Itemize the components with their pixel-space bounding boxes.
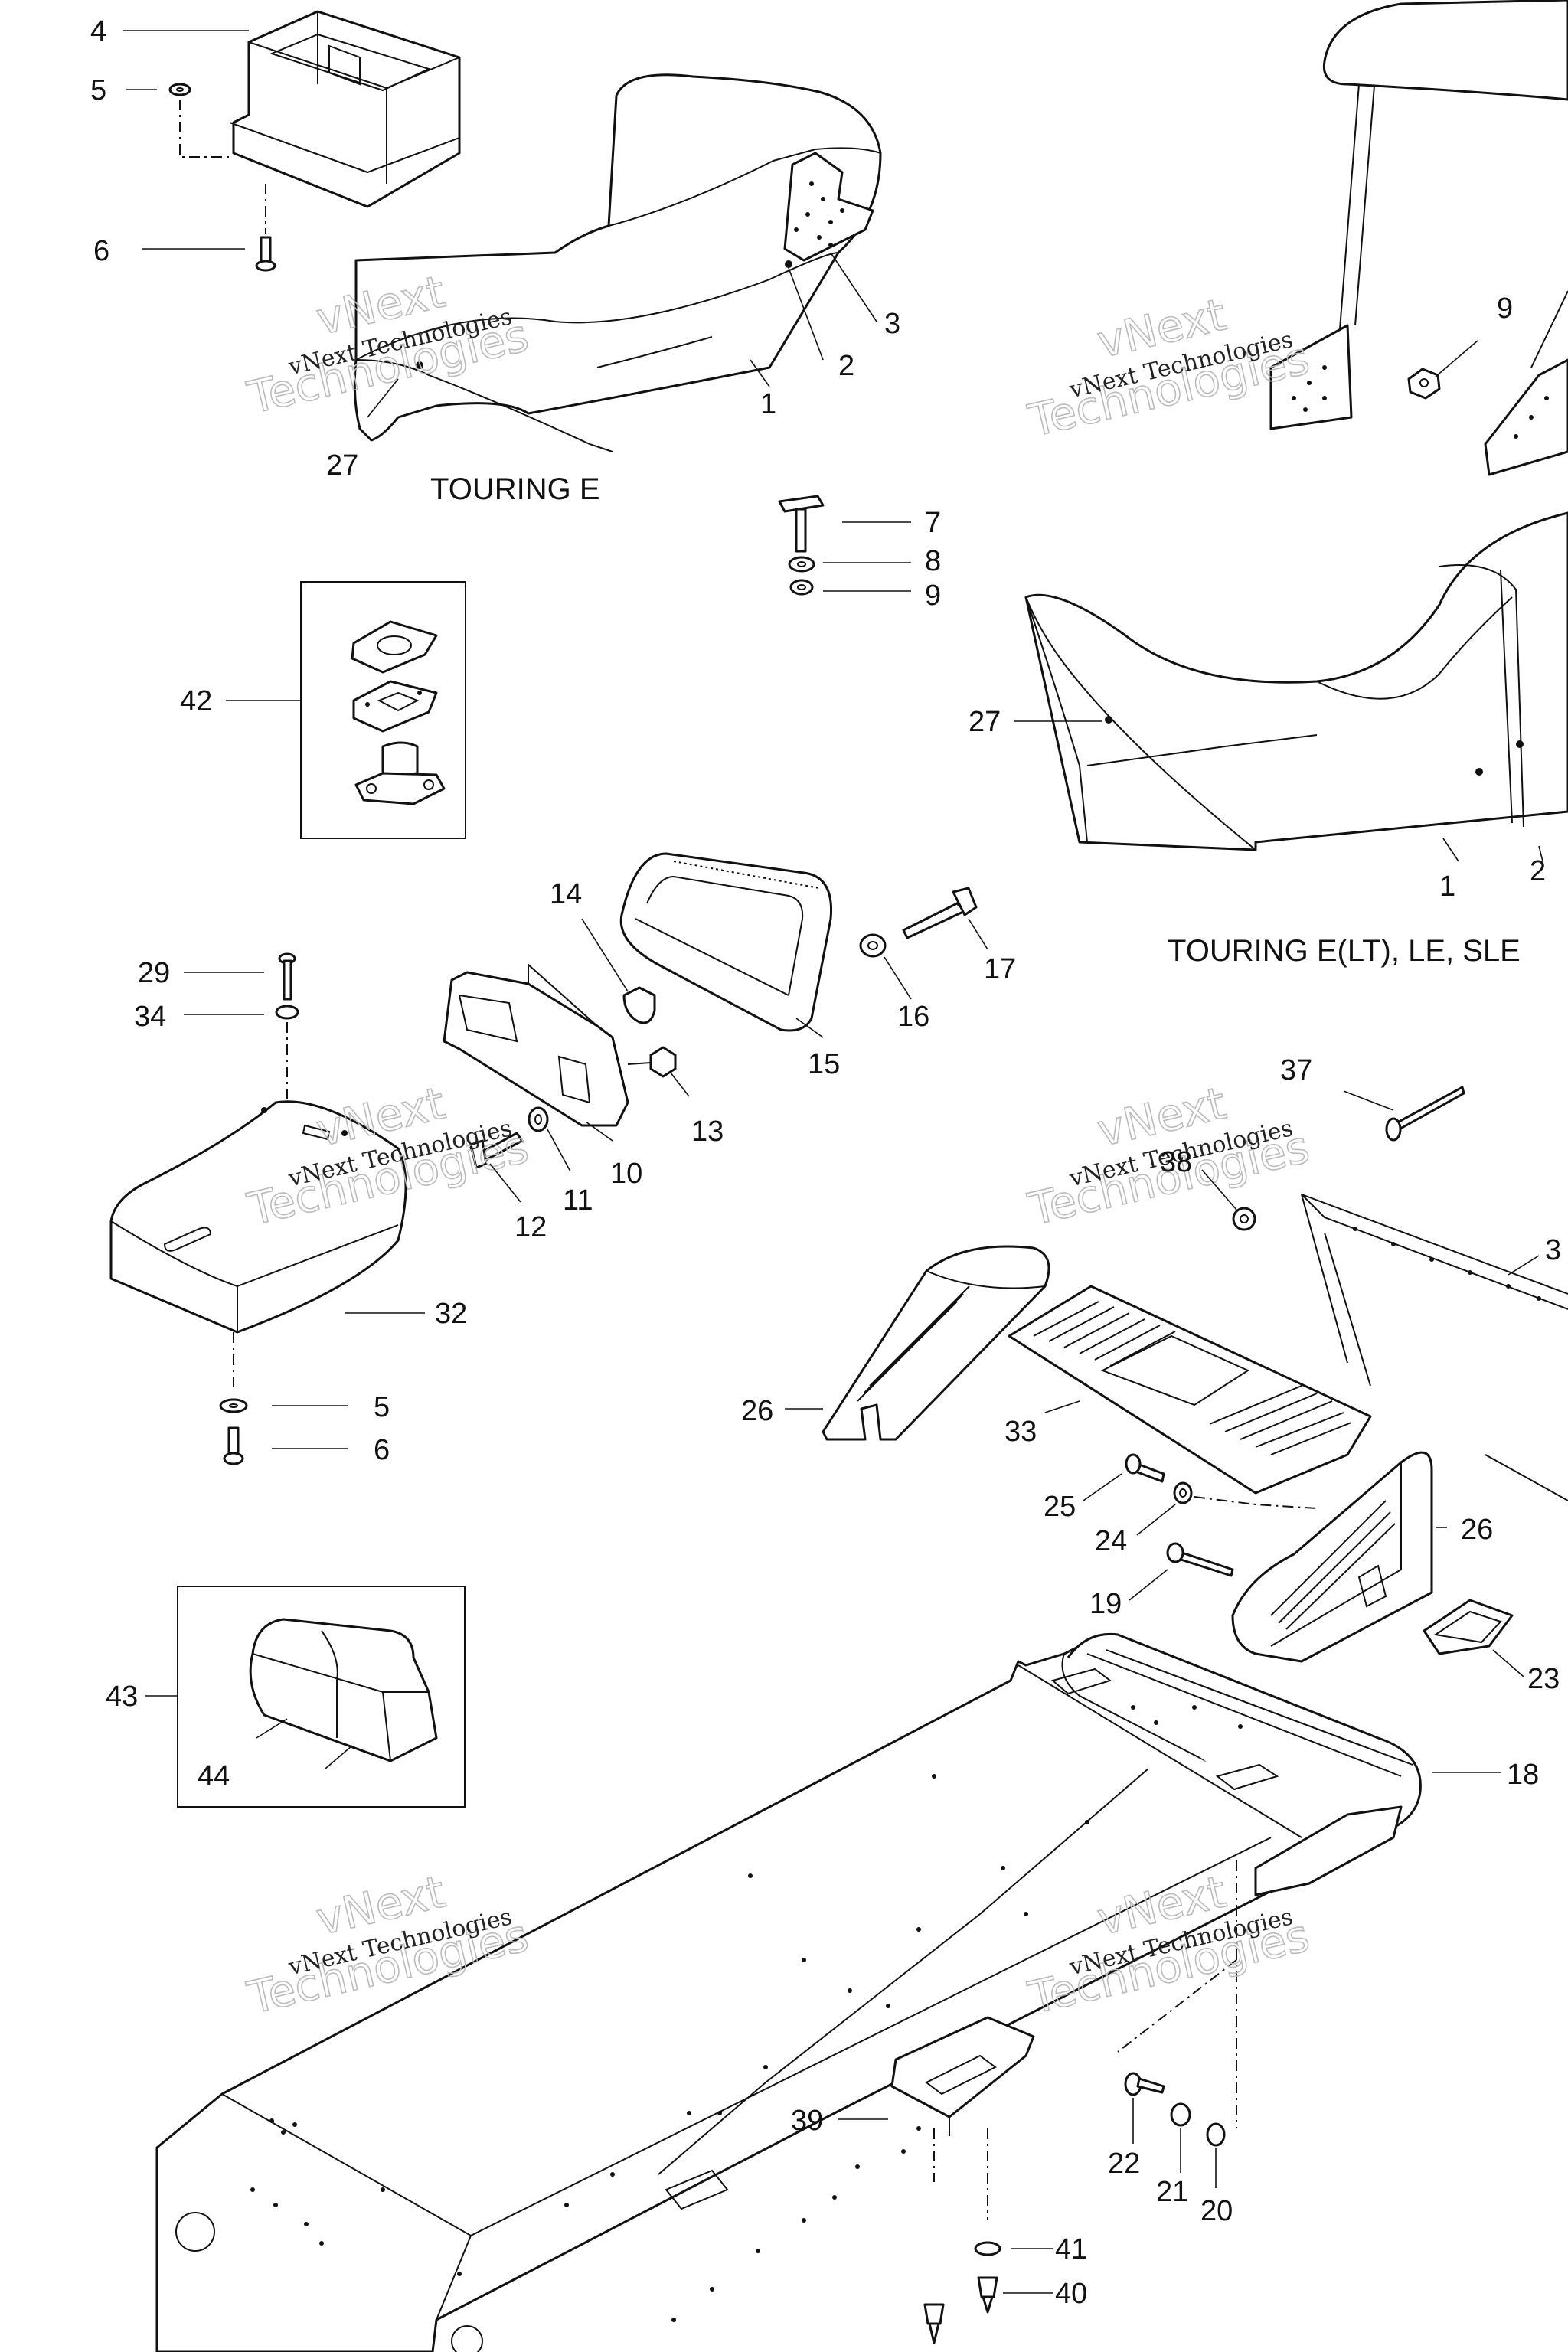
- grab-handle-left: [822, 1245, 1050, 1441]
- light-housing: [443, 962, 629, 1127]
- callout: 34: [134, 1001, 166, 1033]
- callout: 9: [1497, 292, 1513, 325]
- washer-34: [275, 1004, 299, 1020]
- callout-labels: 4 5 6 27 2 3 1 9 7 8 9 42 27 1 2 14 17 1…: [90, 15, 1561, 2310]
- callout: 5: [374, 1391, 390, 1423]
- screw-6b: [223, 1426, 244, 1465]
- callout: 42: [180, 685, 212, 717]
- callout: 27: [326, 449, 358, 482]
- tunnel: [155, 1632, 1422, 2352]
- callout: 1: [1439, 871, 1455, 903]
- caption-touring-elt: TOURING E(LT), LE, SLE: [1168, 934, 1521, 968]
- seat-touring-elt: [1024, 511, 1568, 851]
- bolt-22: [1124, 2072, 1165, 2096]
- callout: 10: [610, 1158, 642, 1190]
- callout: 5: [90, 74, 106, 106]
- screw: [255, 236, 276, 272]
- callout: 3: [1545, 1234, 1561, 1266]
- washer-11: [528, 1106, 549, 1132]
- watermark: Technologies vNext Technologies vNext: [1023, 288, 1315, 448]
- screw-12: [469, 1132, 524, 1169]
- callout: 19: [1089, 1588, 1122, 1620]
- callout: 8: [925, 545, 941, 577]
- kit-box-42: [300, 581, 466, 839]
- washer-5b: [219, 1398, 248, 1413]
- callout: 14: [550, 878, 582, 910]
- callout: 17: [984, 953, 1016, 985]
- callout: 37: [1280, 1054, 1312, 1086]
- screw-25: [1125, 1453, 1165, 1483]
- leader-lines: [122, 30, 1544, 2294]
- callout: 41: [1055, 2233, 1087, 2265]
- seat-touring-e: [353, 74, 882, 452]
- callout: 2: [1530, 855, 1546, 887]
- callout: 6: [374, 1434, 390, 1466]
- storage-box: [229, 10, 461, 208]
- reflector-23: [1423, 1599, 1514, 1655]
- bumper-cover: [109, 1100, 407, 1334]
- grab-handle-right: [1231, 1451, 1433, 1663]
- callout: 4: [90, 15, 106, 47]
- cushion-44: [249, 1618, 438, 1762]
- callout: 26: [741, 1395, 773, 1427]
- washer-lock: [788, 556, 815, 573]
- callout: 25: [1044, 1491, 1076, 1523]
- bulb: [622, 986, 656, 1024]
- step-plate: [1008, 1285, 1372, 1494]
- callout: 3: [884, 308, 900, 340]
- callout: 26: [1461, 1514, 1493, 1546]
- hex-nut: [627, 1046, 677, 1078]
- screw-17: [902, 887, 978, 939]
- push-rivet-41: [974, 2241, 1001, 2256]
- washer-21: [1170, 2102, 1191, 2127]
- nut-20: [1206, 2122, 1226, 2147]
- callout: 22: [1108, 2148, 1140, 2180]
- callout: 24: [1095, 1525, 1127, 1557]
- callout: 11: [563, 1184, 593, 1217]
- callout: 23: [1527, 1663, 1560, 1695]
- screw-19: [1166, 1542, 1234, 1577]
- callout: 21: [1156, 2176, 1188, 2208]
- washer: [168, 83, 191, 96]
- taillight-lens: [619, 852, 833, 1032]
- callout: 15: [808, 1048, 840, 1080]
- callout: 32: [435, 1298, 467, 1330]
- callout: 13: [691, 1116, 724, 1148]
- tunnel-cover-39: [890, 2016, 1035, 2136]
- callout: 27: [969, 706, 1001, 738]
- callout: 2: [838, 350, 854, 382]
- callout: 16: [897, 1001, 929, 1033]
- rivet-37: [1385, 1086, 1465, 1142]
- kit-box-43: [177, 1586, 466, 1808]
- callout: 43: [106, 1681, 138, 1713]
- bolt-t: [778, 495, 825, 553]
- washer-24: [1173, 1481, 1193, 1504]
- callout: 1: [760, 388, 776, 420]
- washer-38: [1232, 1207, 1256, 1231]
- screw-40b: [923, 2303, 945, 2344]
- callout: 12: [514, 1211, 547, 1243]
- callout: 40: [1055, 2278, 1087, 2310]
- watermark: Technologies vNext Technologies vNext: [242, 265, 534, 425]
- backrest: [1269, 0, 1568, 476]
- push-rivet-40: [977, 2276, 998, 2314]
- callout: 20: [1200, 2195, 1233, 2227]
- callout: 6: [93, 235, 109, 267]
- nut: [1407, 368, 1441, 400]
- callout: 39: [791, 2105, 823, 2137]
- side-rail: [1301, 1194, 1568, 1501]
- callout: 7: [925, 507, 941, 539]
- callout: 38: [1160, 1146, 1192, 1178]
- caption-touring-e: TOURING E: [430, 472, 600, 506]
- nut-small: [789, 579, 814, 596]
- washer-16: [859, 933, 887, 958]
- callout: 44: [198, 1760, 230, 1792]
- callout: 9: [925, 580, 941, 612]
- screw-29: [278, 952, 296, 1001]
- callout: 33: [1004, 1416, 1037, 1448]
- gasket-kit: [351, 620, 446, 805]
- callout: 29: [138, 957, 170, 989]
- callout: 18: [1507, 1759, 1539, 1791]
